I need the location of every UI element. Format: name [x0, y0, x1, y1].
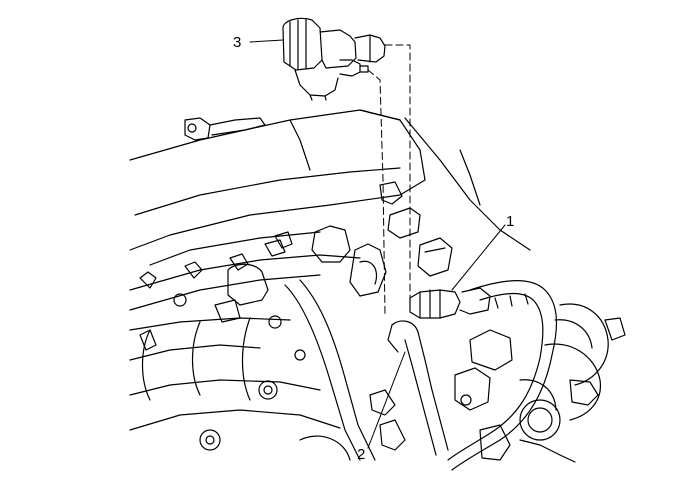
engine-bay-outline — [404, 117, 531, 251]
callout-label-1: 1 — [506, 213, 515, 230]
engine-cover — [129, 109, 426, 266]
alignment-lines — [367, 44, 411, 316]
right-side-components — [454, 303, 626, 463]
sensor-valve-assembly — [282, 17, 386, 101]
callout-leaders — [249, 39, 506, 449]
evap-hose — [387, 320, 449, 456]
callout-label-2: 2 — [357, 446, 366, 463]
upper-left-bracket — [184, 117, 266, 141]
center-component-cluster — [311, 181, 453, 297]
callout-label-3: 3 — [233, 34, 242, 51]
large-loop-hose — [447, 280, 558, 471]
fuel-line-connector — [409, 287, 491, 319]
injector-rail — [129, 231, 361, 311]
leader-3 — [249, 39, 284, 43]
leader-2 — [367, 351, 406, 449]
intake-manifold — [129, 293, 406, 461]
leader-1 — [451, 224, 506, 291]
left-hose — [227, 263, 376, 461]
